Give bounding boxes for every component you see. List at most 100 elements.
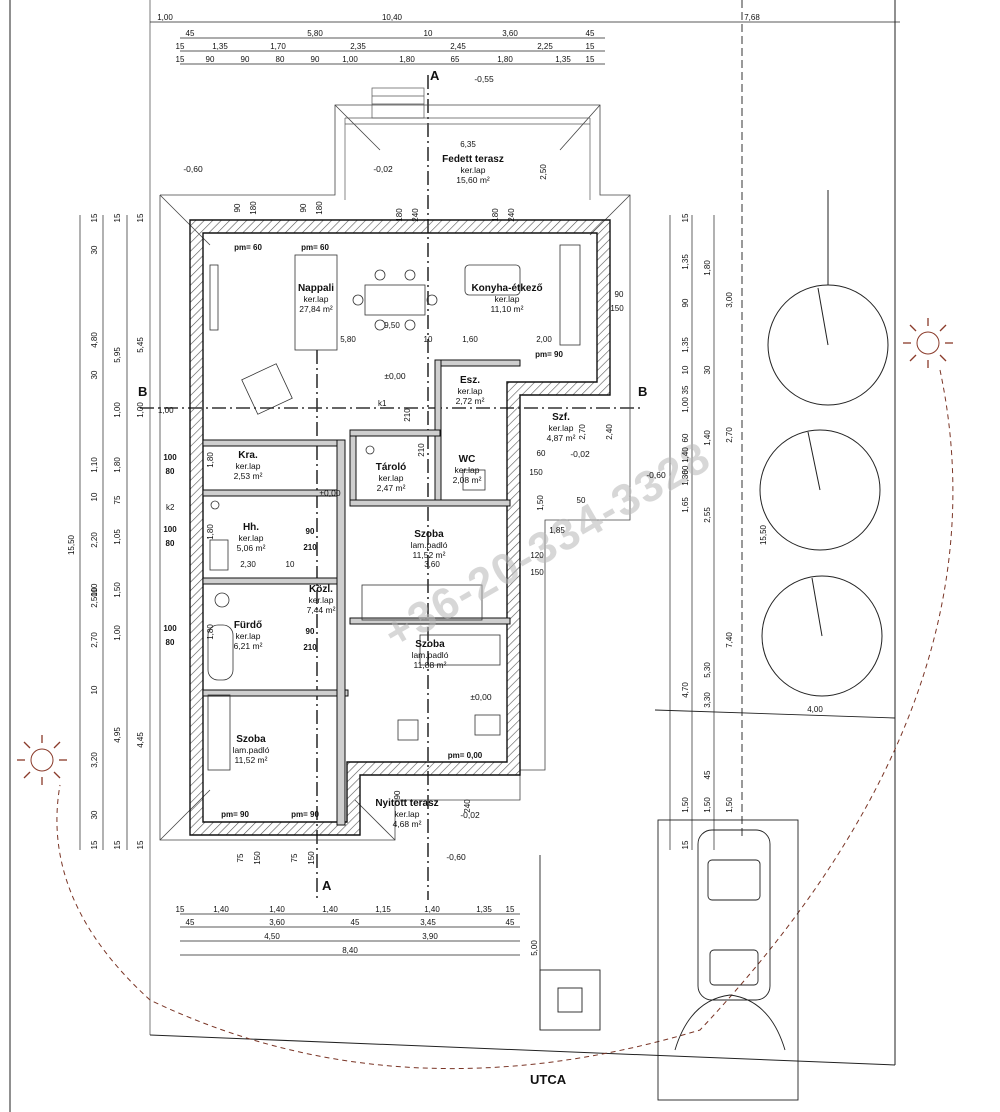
room-floor: ker.lap: [548, 423, 573, 433]
dimension-left: 15: [90, 840, 99, 849]
dimension-right: 1,35: [681, 254, 690, 270]
opening-label: 180: [491, 208, 500, 222]
dimension-interior: 2,70: [578, 424, 587, 440]
level-mark: -0,02: [373, 164, 393, 174]
room-area: 11,52 m²: [235, 755, 268, 765]
level-mark: -0,02: [570, 449, 590, 459]
dimension-interior: 50: [577, 496, 586, 505]
section-markers: A A B B k1 k2 1,00: [138, 68, 647, 893]
dimension-interior: 1,85: [549, 526, 565, 535]
room-floor: ker.lap: [235, 631, 260, 641]
dimension-left: 30: [90, 810, 99, 819]
dimension-interior: 10: [424, 335, 433, 344]
dimension-bottom: 4,50: [264, 932, 280, 941]
dimension-top: 1,80: [497, 55, 513, 64]
furniture: [207, 244, 581, 771]
dimension-right: 60: [681, 433, 690, 442]
opening-label: 150: [253, 851, 262, 865]
dimension-interior: 2,30: [240, 560, 256, 569]
dimension-right: 60: [681, 465, 690, 474]
opening-label: 100: [163, 453, 177, 462]
opening-label: pm= 90: [535, 350, 563, 359]
dimension-interior: 6,35: [460, 140, 476, 149]
opening-label: 100: [163, 624, 177, 633]
dimension-top: 80: [276, 55, 285, 64]
dimension-left: 2,70: [90, 632, 99, 648]
opening-label: 240: [411, 208, 420, 222]
room-floor: lam.padló: [233, 745, 270, 755]
dimension-left: 4,45: [136, 732, 145, 748]
dimension-interior: 3,60: [424, 560, 440, 569]
dimension-right: 1,00: [681, 397, 690, 413]
dimension-right: 5,30: [703, 662, 712, 678]
section-b-left: B: [138, 384, 147, 399]
street-label: UTCA: [530, 1072, 567, 1087]
dimension-left: 15: [136, 840, 145, 849]
dimension-top: 1,80: [399, 55, 415, 64]
dimension-interior: 9,50: [384, 321, 400, 330]
dimension-bottom: 3,90: [422, 932, 438, 941]
dimension-top: 10,40: [382, 13, 403, 22]
section-b-right: B: [638, 384, 647, 399]
dimension-right: 2,70: [725, 427, 734, 443]
dimension-left: 1,00: [113, 625, 122, 641]
level-mark: -0,02: [460, 810, 480, 820]
dimension-right: 2,55: [703, 507, 712, 523]
dimension-top: 90: [206, 55, 215, 64]
dimension-bottom: 1,40: [424, 905, 440, 914]
dimension-right: 4,70: [681, 682, 690, 698]
room-area: 5,06 m²: [237, 543, 266, 553]
dimension-left: 2,20: [90, 532, 99, 548]
dimension-side: 5,00: [530, 940, 539, 956]
dimension-right: 1,65: [681, 497, 690, 513]
dimension-interior: 10: [286, 560, 295, 569]
dimension-top: 1,00: [157, 13, 173, 22]
dimension-right: 1,50: [725, 797, 734, 813]
dimension-top: 45: [586, 29, 595, 38]
dimension-left: 30: [90, 370, 99, 379]
dimension-left: 2,50: [90, 592, 99, 608]
dimension-interior: 5,80: [340, 335, 356, 344]
dimension-left: 75: [113, 495, 122, 504]
dimension-top: 1,70: [270, 42, 286, 51]
dimension-top: 90: [241, 55, 250, 64]
opening-label: 180: [249, 201, 258, 215]
opening-label: pm= 60: [234, 243, 262, 252]
room-floor: lam.padló: [412, 650, 449, 660]
room-area: 7,44 m²: [307, 605, 336, 615]
opening-label: 90: [306, 627, 315, 636]
dimension-top: 5,80: [307, 29, 323, 38]
room-area: 2,47 m²: [377, 483, 406, 493]
room-name: Fürdő: [234, 620, 262, 631]
dimension-top: 90: [311, 55, 320, 64]
opening-label: 240: [463, 799, 472, 813]
room-area: 11,52 m²: [413, 550, 446, 560]
dimension-bottom: 45: [351, 918, 360, 927]
dimension-top: 3,60: [502, 29, 518, 38]
room-area: 15,60 m²: [456, 175, 490, 185]
dimension-left: 1,50: [113, 582, 122, 598]
room-name: Szoba: [236, 734, 266, 745]
room-name: Esz.: [460, 375, 480, 386]
dimension-right: 10: [681, 365, 690, 374]
dimension-interior: 2,40: [605, 424, 614, 440]
trees: [759, 190, 889, 697]
dimension-right: 3,30: [703, 692, 712, 708]
dimension-bottom: 1,35: [476, 905, 492, 914]
dimension-top: 2,25: [537, 42, 553, 51]
dimension-left: 10: [90, 583, 99, 592]
marker-one: 1,00: [158, 406, 174, 415]
dimension-right-total: 15,50: [759, 524, 768, 545]
room-floor: ker.lap: [457, 386, 482, 396]
dimension-right: 3,00: [725, 292, 734, 308]
room-floor: ker.lap: [494, 294, 519, 304]
dimension-left: 4,95: [113, 727, 122, 743]
opening-label: 100: [163, 525, 177, 534]
room-floor: ker.lap: [235, 461, 260, 471]
room-name: Tároló: [376, 462, 407, 473]
dimension-left: 1,10: [90, 457, 99, 473]
dimension-bottom: 8,40: [342, 946, 358, 955]
dimension-interior: 2,00: [536, 335, 552, 344]
dimension-bottom: 1,40: [269, 905, 285, 914]
room-area: 11,10 m²: [491, 304, 524, 314]
